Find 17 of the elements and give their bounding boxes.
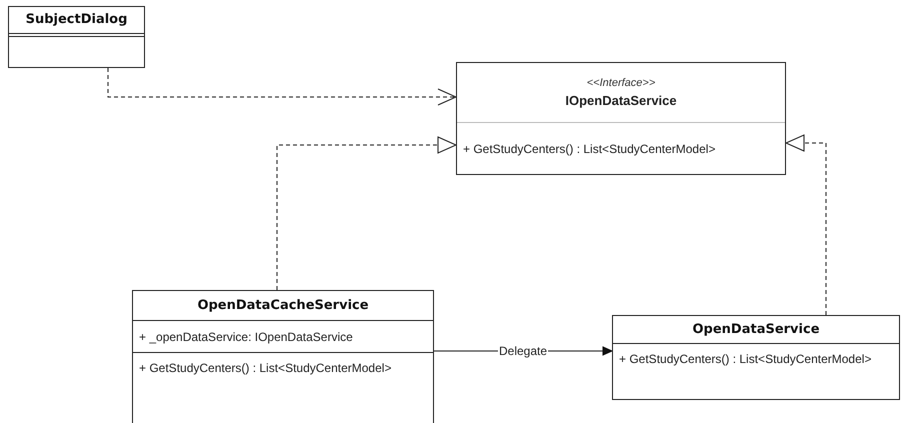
member-text: + _openDataService: IOpenDataService: [139, 328, 354, 346]
class-box: [132, 290, 434, 423]
member-text: + GetStudyCenters() : List<StudyCenterModel>: [619, 351, 872, 368]
class-box: [612, 315, 900, 400]
member-text: + GetStudyCenters() : List<StudyCenterModel>: [139, 360, 392, 377]
dashed-arrow: [108, 68, 456, 106]
class-box: [8, 6, 145, 68]
class-name: SubjectDialog: [24, 11, 128, 30]
class-name: OpenDataCacheService: [196, 296, 370, 315]
edge-label: Delegate: [498, 345, 548, 357]
interface-box: [456, 62, 786, 175]
interface-name: IOpenDataService: [564, 92, 678, 110]
stereotype-label: <<Interface>>: [586, 76, 656, 90]
member-text: + GetStudyCenters() : List<StudyCenterModel>: [463, 140, 716, 158]
class-name: OpenDataService: [691, 320, 821, 339]
dashed-arrow: [786, 134, 826, 316]
dashed-arrow: [276, 136, 456, 290]
